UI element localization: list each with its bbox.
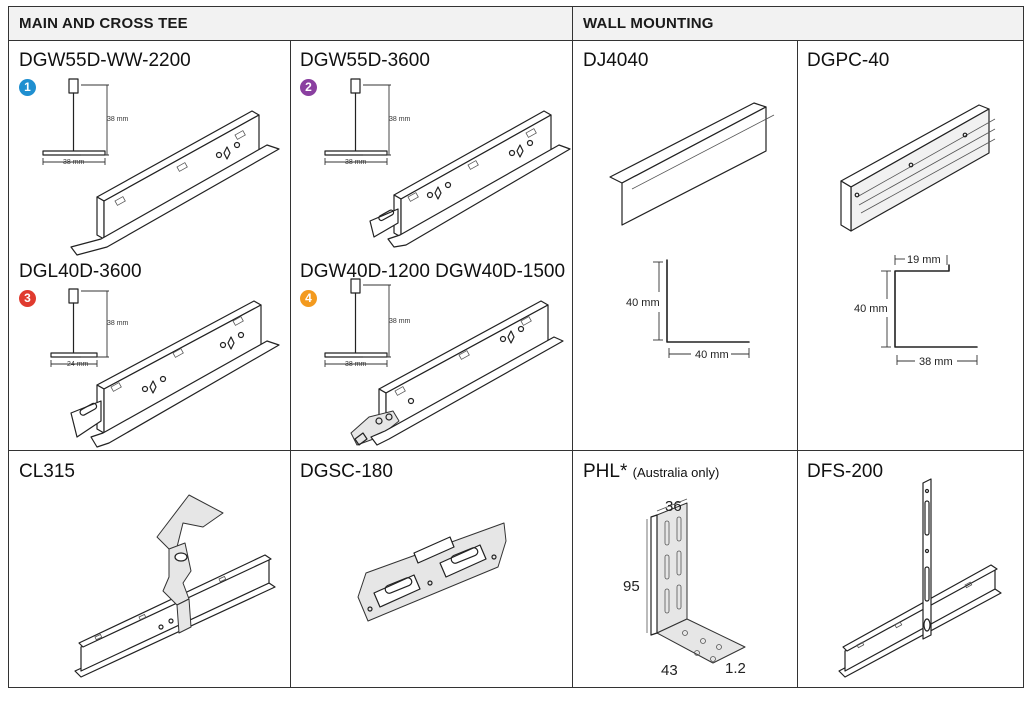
section-header-main-cross-tee: MAIN AND CROSS TEE <box>9 7 573 41</box>
phl-note: (Australia only) <box>632 465 720 480</box>
dim-height-label: 38 mm <box>389 318 411 325</box>
dim-height-label: 38 mm <box>389 116 411 123</box>
product-title-phl: PHL* (Australia only) <box>583 461 719 483</box>
product-title-dj4040: DJ4040 <box>583 50 649 71</box>
main-tee-drawing <box>70 110 280 256</box>
strap-hanger-drawing <box>838 478 1002 678</box>
angle-profile-diagram: 40 mm 40 mm <box>626 259 750 361</box>
dim-width-label: 38 mm <box>345 361 367 368</box>
grid-line <box>9 450 1023 451</box>
angle-bracket-drawing: 36 95 43 1.2 <box>623 498 746 679</box>
badge-3: 3 <box>19 290 36 307</box>
badge-2: 2 <box>300 79 317 96</box>
clip-drawing <box>74 494 276 678</box>
dim-thickness-label: 1.2 <box>725 660 746 677</box>
product-title-dgpc-40: DGPC-40 <box>807 50 890 71</box>
dim-width-label: 38 mm <box>919 356 953 368</box>
main-tee-drawing <box>350 300 564 446</box>
dim-height-label: 40 mm <box>626 297 660 309</box>
product-title-dgw40d: DGW40D-1200 DGW40D-1500 <box>300 261 566 282</box>
dim-height-label: 40 mm <box>854 303 888 315</box>
dim-height-label: 38 mm <box>107 116 129 123</box>
tee-section-diagram: 38 mm 38 mm <box>324 78 411 166</box>
product-sheet: MAIN AND CROSS TEE WALL MOUNTING DGW55D-… <box>8 6 1024 688</box>
section-header-wall-mounting: WALL MOUNTING <box>573 7 1023 41</box>
splice-clip-drawing <box>357 522 507 622</box>
dim-width-label: 38 mm <box>63 159 85 166</box>
product-title-dgsc-180: DGSC-180 <box>300 461 393 482</box>
dim-width-label: 43 <box>661 662 678 679</box>
wall-angle-drawing <box>609 102 775 226</box>
dim-top-label: 36 <box>665 498 682 515</box>
dim-height-label: 38 mm <box>107 320 129 327</box>
tee-section-diagram: 38 mm 38 mm <box>324 278 411 368</box>
grid-line <box>797 41 798 687</box>
badge-1: 1 <box>19 79 36 96</box>
dim-width-label: 40 mm <box>695 349 729 361</box>
channel-profile-diagram: 19 mm 40 mm 38 mm <box>854 254 978 368</box>
tee-section-diagram: 38 mm 24 mm <box>50 288 129 368</box>
dim-width-label: 24 mm <box>67 361 89 368</box>
product-title-dgw55d-3600: DGW55D-3600 <box>300 50 430 71</box>
product-title-cl315: CL315 <box>19 461 75 482</box>
product-title-dgw55d-ww-2200: DGW55D-WW-2200 <box>19 50 191 71</box>
product-title-dgl40d-3600: DGL40D-3600 <box>19 261 142 282</box>
main-tee-drawing <box>369 110 571 248</box>
grid-line <box>572 7 573 687</box>
badge-4: 4 <box>300 290 317 307</box>
tee-section-diagram: 38 mm 38 mm <box>42 78 129 166</box>
dim-height-label: 95 <box>623 578 640 595</box>
grid-line <box>290 41 291 687</box>
dim-top-label: 19 mm <box>907 254 941 266</box>
main-tee-drawing <box>70 300 280 448</box>
product-title-dfs-200: DFS-200 <box>807 461 884 482</box>
wall-channel-drawing <box>840 104 996 232</box>
phl-code: PHL* <box>583 461 628 482</box>
dim-width-label: 38 mm <box>345 159 367 166</box>
